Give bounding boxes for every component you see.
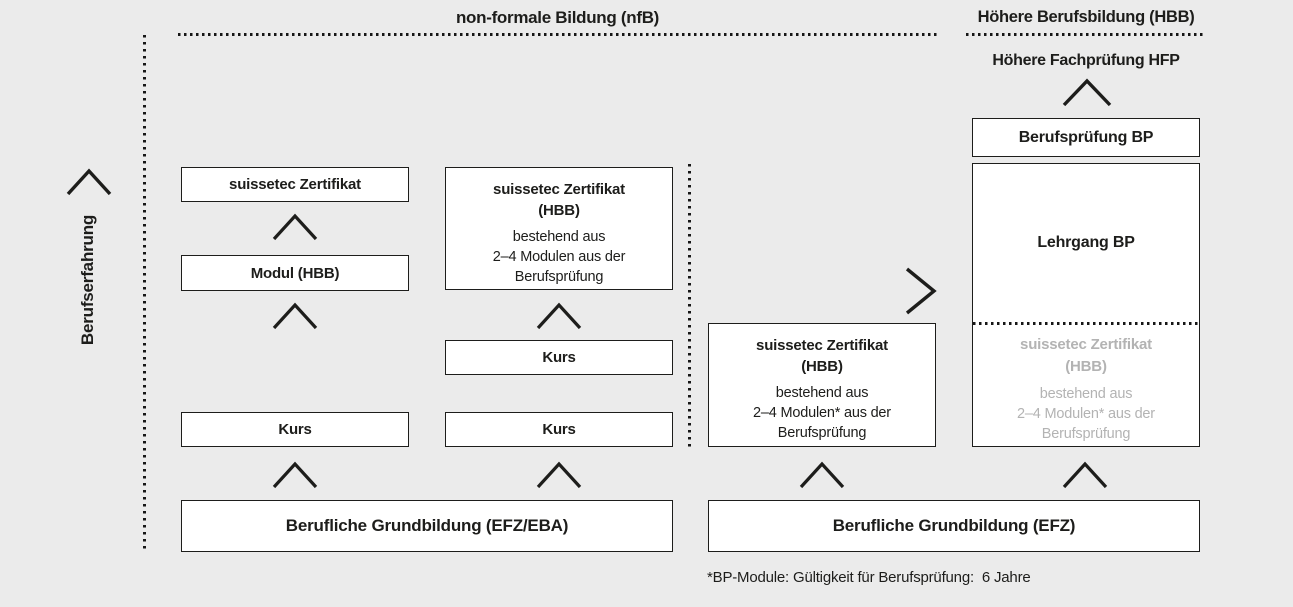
chevron-up-icon (272, 461, 318, 489)
chevron-up-icon (272, 213, 318, 241)
lehrgang-bp-label: Lehrgang BP (1037, 234, 1135, 251)
cert-body-line1: bestehend aus (1039, 386, 1133, 402)
berufliche-grundbildung-efz-eba-box: Berufliche Grundbildung (EFZ/EBA) (181, 500, 673, 552)
chevron-up-icon (66, 168, 112, 196)
chevron-up-icon (1062, 78, 1112, 107)
chevron-up-icon (1062, 461, 1108, 489)
cert-title-line1: suissetec Zertifikat (1020, 336, 1152, 353)
berufliche-grundbildung-efz-box: Berufliche Grundbildung (EFZ) (708, 500, 1200, 552)
cert-title-line2: (HBB) (538, 202, 580, 219)
chevron-up-icon (536, 461, 582, 489)
cert-body-line1: bestehend aus (775, 385, 869, 401)
cert-body-line2: 2–4 Modulen* aus der (1017, 406, 1155, 422)
cert-body-line3: Berufsprüfung (514, 269, 604, 285)
cert-body-line2: 2–4 Modulen aus der (492, 249, 626, 265)
cert-title-line1: suissetec Zertifikat (756, 337, 888, 354)
berufspruefung-bp-box: Berufsprüfung BP (972, 118, 1200, 157)
modul-hbb-box: Modul (HBB) (181, 255, 409, 291)
footnote-bp-module: *BP-Module: Gültigkeit für Berufsprüfung… (707, 569, 1031, 586)
dotted-line-section-separator (688, 164, 691, 450)
dotted-line-left-border (143, 35, 146, 552)
chevron-up-icon (799, 461, 845, 489)
grundbildung-efz-eba-label: Berufliche Grundbildung (EFZ/EBA) (285, 516, 569, 535)
kurs-box-col2-upper: Kurs (445, 340, 673, 375)
cert-title-line2: (HBB) (1065, 358, 1107, 375)
berufserfahrung-axis-label: Berufserfahrung (78, 214, 97, 346)
dotted-line-nfb (178, 33, 937, 36)
cert-body-line2: 2–4 Modulen* aus der (753, 405, 891, 421)
suissetec-zertifikat-box: suissetec Zertifikat (181, 167, 409, 202)
chevron-right-icon (905, 267, 937, 315)
modul-hbb-label: Modul (HBB) (250, 264, 340, 282)
cert-title-line1: suissetec Zertifikat (493, 181, 625, 198)
dotted-divider-lehrgang (973, 322, 1199, 325)
cert-body-line3: Berufsprüfung (777, 425, 867, 441)
berufspruefung-bp-label: Berufsprüfung BP (1018, 128, 1154, 146)
header-non-formale-bildung: non-formale Bildung (nfB) (455, 8, 660, 27)
kurs-box-col2-lower: Kurs (445, 412, 673, 447)
suissetec-zertifikat-label: suissetec Zertifikat (229, 176, 361, 193)
kurs-label: Kurs (278, 421, 312, 438)
suissetec-zertifikat-hbb-box-nfb: suissetec Zertifikat (HBB) bestehend aus… (445, 167, 673, 290)
dotted-line-hbb (966, 33, 1206, 36)
cert-title-line2: (HBB) (801, 358, 843, 375)
chevron-up-icon (272, 302, 318, 330)
chevron-up-icon (536, 302, 582, 330)
lehrgang-bp-box: Lehrgang BP suissetec Zertifikat (HBB) b… (972, 163, 1200, 447)
kurs-label: Kurs (542, 421, 576, 438)
header-hoehere-berufsbildung: Höhere Berufsbildung (HBB) (977, 8, 1195, 26)
suissetec-zertifikat-hbb-box: suissetec Zertifikat (HBB) bestehend aus… (708, 323, 936, 447)
kurs-label: Kurs (542, 349, 576, 366)
kurs-box-col1: Kurs (181, 412, 409, 447)
cert-body-line3: Berufsprüfung (1041, 426, 1131, 442)
hoehere-fachpruefung-label: Höhere Fachprüfung HFP (992, 52, 1180, 69)
cert-body-line1: bestehend aus (512, 229, 606, 245)
grundbildung-efz-label: Berufliche Grundbildung (EFZ) (832, 516, 1076, 535)
